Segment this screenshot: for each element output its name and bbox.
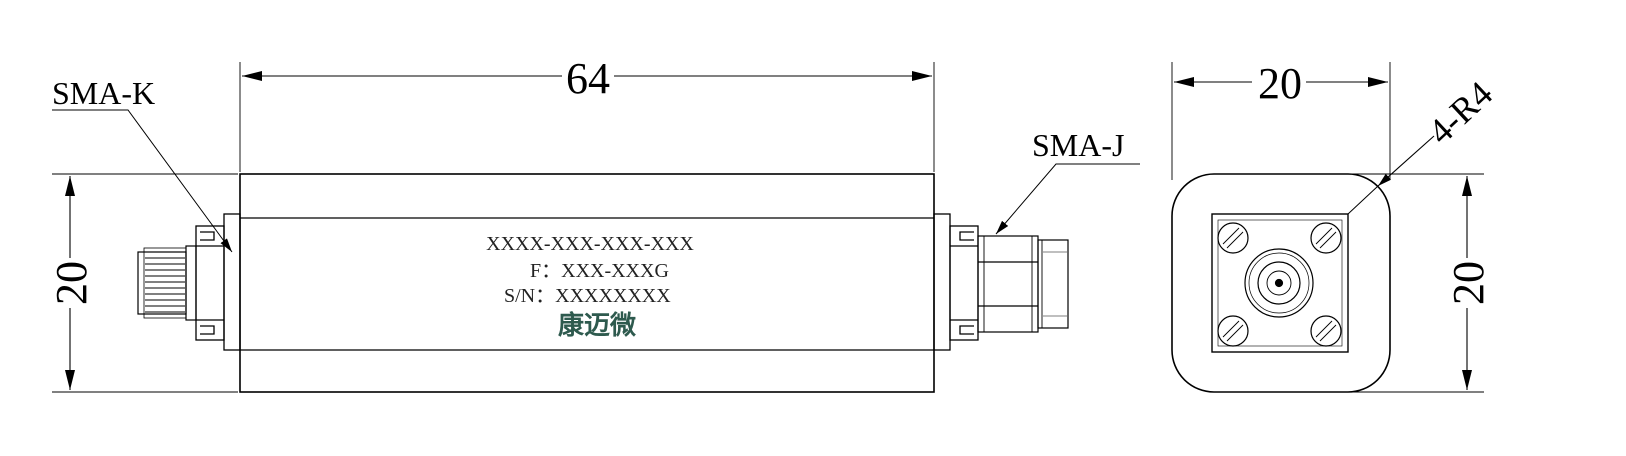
end-view: [1171, 62, 1484, 393]
right-flange: [933, 213, 979, 351]
label-4-r4: 4-R4: [1420, 73, 1500, 151]
sma-j-leader: [995, 163, 1140, 235]
label-sma-j: SMA-J: [1032, 127, 1124, 163]
screw-top-left: [1217, 222, 1249, 254]
frequency-range: F：XXX-XXXG: [530, 260, 669, 282]
end-body-outline: [1171, 173, 1391, 393]
model-number: XXXX-XXX-XXX-XXX: [486, 233, 694, 255]
label-sma-k: SMA-K: [52, 75, 155, 111]
mounting-screws: [1217, 222, 1342, 347]
radius-leader: [1377, 135, 1435, 187]
flange-plate: [1211, 213, 1349, 353]
screw-bottom-left: [1217, 315, 1249, 347]
screw-top-right: [1310, 222, 1342, 254]
sma-k-leader: [52, 109, 233, 253]
screw-bottom-right: [1310, 315, 1342, 347]
dim-label-20-right: 20: [1444, 261, 1493, 305]
filter-body: [239, 173, 935, 393]
sma-j-connector: [977, 235, 1069, 333]
brand-logo-text: 康迈微: [558, 310, 636, 341]
extension-lines: [52, 62, 935, 393]
dim-label-20-left: 20: [47, 261, 96, 305]
serial-number: S/N：XXXXXXXX: [504, 285, 671, 307]
connector-face: [1244, 248, 1314, 318]
left-flange: [195, 213, 241, 351]
sma-k-connector: [137, 245, 197, 321]
dim-label-64: 64: [566, 54, 610, 103]
dim-label-20-top: 20: [1258, 59, 1302, 108]
end-extension-lines: [1171, 62, 1484, 393]
front-view: [52, 62, 1140, 393]
